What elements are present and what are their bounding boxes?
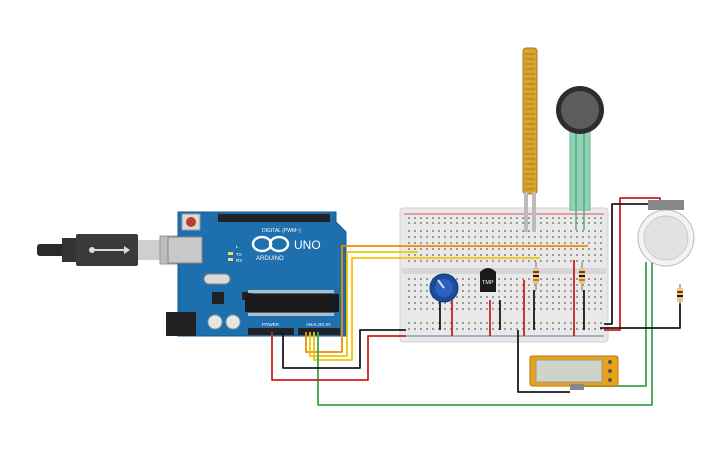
resistor-2[interactable] [579, 262, 585, 290]
force-sensor[interactable] [556, 86, 604, 230]
power-header-label: POWER [262, 322, 280, 327]
lcd-display[interactable] [529, 355, 619, 390]
power-header-strip [248, 328, 294, 335]
arduino-logo-text: ARDUINO [256, 256, 284, 262]
crystal [203, 273, 231, 285]
resistor-1[interactable] [533, 262, 539, 290]
temp-sensor-label: TMP [482, 280, 494, 286]
wire-black-gnd [282, 329, 406, 369]
wire-red-5v [271, 332, 406, 381]
rx-label: RX [236, 258, 242, 263]
wire-black-lcd [517, 330, 570, 393]
arduino-model: UNO [294, 238, 321, 252]
sound-sensor[interactable] [637, 200, 695, 267]
capacitor-2 [225, 314, 241, 330]
l-label: L [236, 244, 239, 249]
breadboard-holes [408, 217, 602, 330]
usb-icon [89, 246, 130, 254]
digital-header-strip [218, 214, 330, 222]
rx-led [228, 258, 233, 261]
arduino-logo-icon [251, 235, 290, 253]
atmega-chip [245, 294, 339, 312]
analog-header-label: ANALOG IN [306, 322, 331, 327]
potentiometer[interactable] [429, 273, 459, 303]
lcd-pins [570, 384, 584, 390]
resistor-3[interactable] [677, 284, 683, 304]
flex-sensor[interactable] [522, 47, 538, 232]
analog-header-strip [298, 328, 340, 335]
reset-button[interactable] [181, 213, 201, 231]
center-channel [402, 268, 606, 274]
temperature-sensor[interactable]: TMP [480, 268, 496, 292]
wire-orange-a0 [305, 245, 588, 353]
wire-yellow-a1 [309, 251, 418, 357]
wire-yellow-a2 [313, 257, 540, 361]
potentiometer-knob-indicator [437, 279, 445, 289]
capacitor-1 [207, 314, 223, 330]
voltage-regulator [212, 292, 224, 304]
tx-led [228, 252, 233, 255]
wire-black-right [600, 298, 681, 329]
sound-sensor-pins [648, 200, 684, 210]
atmega-pins [248, 290, 334, 316]
digital-header-label: DIGITAL (PWM~) [262, 228, 301, 234]
tx-label: TX [236, 252, 242, 257]
breadboard[interactable] [399, 207, 609, 343]
flex-sensor-traces [525, 53, 535, 190]
dc-power-jack [166, 312, 196, 336]
usb-jack [167, 236, 203, 264]
arduino-uno-board[interactable]: ARDUINO UNO DIGITAL (PWM~) TX RX L POWER… [166, 211, 347, 337]
usb-cable[interactable] [37, 234, 187, 266]
